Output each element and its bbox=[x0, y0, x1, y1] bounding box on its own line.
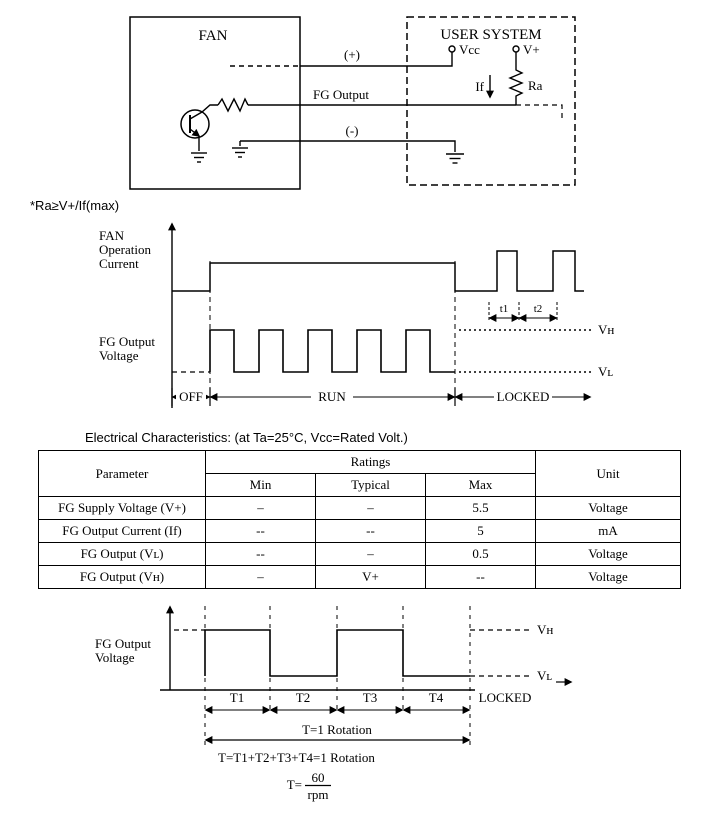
t2-span-label: T2 bbox=[296, 690, 310, 705]
table-row: FG Output (Vʟ) -- – 0.5 Voltage bbox=[38, 542, 682, 566]
phase-run-label: RUN bbox=[318, 389, 346, 404]
header-min: Min bbox=[205, 473, 316, 497]
circuit-boxes bbox=[129, 16, 576, 190]
header-max: Max bbox=[424, 473, 537, 497]
if-label: If bbox=[475, 79, 484, 94]
t3-span-label: T3 bbox=[363, 690, 377, 705]
series-resistor bbox=[217, 97, 249, 113]
fg-output-waveform bbox=[209, 329, 455, 373]
fg-label-line1: FG Output bbox=[95, 636, 151, 651]
user-system-label: USER SYSTEM bbox=[440, 27, 541, 43]
current-label-line1: FAN bbox=[99, 228, 125, 243]
cell-max: 0.5 bbox=[424, 542, 537, 566]
phase-locked-label: LOCKED bbox=[497, 389, 550, 404]
cell-parameter: FG Supply Voltage (V+) bbox=[38, 496, 206, 520]
vplus-label: V+ bbox=[523, 42, 540, 57]
vcc-label: Vcc bbox=[459, 42, 480, 57]
cell-typical: V+ bbox=[315, 565, 426, 589]
fg-transistor bbox=[180, 97, 249, 163]
vl-level-label: Vʟ bbox=[598, 364, 613, 379]
cell-max: -- bbox=[424, 565, 537, 589]
run-locked-timing-diagram: FAN Operation Current FG Output Voltage … bbox=[99, 222, 614, 408]
phase-off-label: OFF bbox=[179, 389, 203, 404]
vh-level-label: Vʜ bbox=[537, 622, 553, 637]
formula-lhs: T= bbox=[287, 777, 302, 792]
ra-resistor bbox=[508, 52, 524, 105]
locked-label: LOCKED bbox=[479, 690, 532, 705]
plus-wire-label: (+) bbox=[344, 47, 360, 62]
electrical-characteristics-table: Parameter Ratings Unit Min Typical Max F… bbox=[38, 450, 682, 589]
cell-min: – bbox=[205, 496, 316, 520]
cell-unit: Voltage bbox=[535, 542, 682, 566]
rotation-sum-label: T=T1+T2+T3+T4=1 Rotation bbox=[218, 750, 375, 765]
rotation-span-label: T=1 Rotation bbox=[302, 722, 372, 737]
formula-denominator: rpm bbox=[308, 787, 329, 802]
current-label-line2: Operation bbox=[99, 242, 151, 257]
ra-label: Ra bbox=[528, 78, 543, 93]
cell-typical: – bbox=[315, 496, 426, 520]
current-label-line3: Current bbox=[99, 256, 139, 271]
ra-formula-note: *Ra≥V+/If(max) bbox=[30, 198, 120, 213]
ground-symbol bbox=[191, 152, 207, 163]
header-parameter: Parameter bbox=[38, 450, 206, 497]
fg-label-line2: Voltage bbox=[95, 650, 135, 665]
timing2-lines bbox=[160, 605, 573, 787]
cell-unit: Voltage bbox=[535, 565, 682, 589]
cell-unit: Voltage bbox=[535, 496, 682, 520]
table-header-row-2: Min Typical Max bbox=[39, 473, 681, 497]
table-header-row-1: Parameter Ratings Unit bbox=[38, 450, 682, 497]
cell-unit: mA bbox=[535, 519, 682, 543]
cell-parameter: FG Output (Vʟ) bbox=[38, 542, 206, 566]
t1-span-label: T1 bbox=[230, 690, 244, 705]
cell-min: -- bbox=[205, 519, 316, 543]
vl-level-label: Vʟ bbox=[537, 668, 552, 683]
timing1-lines bbox=[168, 222, 592, 408]
cell-min: – bbox=[205, 565, 316, 589]
formula-numerator: 60 bbox=[312, 770, 325, 785]
table-row: FG Output Current (If) -- -- 5 mA bbox=[38, 519, 682, 543]
table-row: FG Output (Vʜ) – V+ -- Voltage bbox=[38, 565, 682, 589]
user-system-box bbox=[406, 16, 576, 186]
fan-circuit-diagram: FAN USER SYSTEM Vcc V+ If Ra (+) FG Outp… bbox=[129, 16, 576, 190]
table-row: FG Supply Voltage (V+) – – 5.5 Voltage bbox=[38, 496, 682, 520]
cell-max: 5 bbox=[424, 519, 537, 543]
vcc-terminal bbox=[448, 45, 456, 53]
ground-symbol bbox=[446, 153, 464, 164]
fg-label-line2: Voltage bbox=[99, 348, 139, 363]
t1-label: t1 bbox=[500, 303, 509, 315]
vplus-terminal bbox=[512, 45, 520, 53]
cell-max: 5.5 bbox=[424, 496, 537, 520]
operation-current-waveform bbox=[172, 250, 584, 292]
electrical-characteristics-title: Electrical Characteristics: (at Ta=25°C,… bbox=[85, 430, 408, 445]
t4-span-label: T4 bbox=[429, 690, 444, 705]
header-ratings: Ratings bbox=[204, 450, 537, 474]
t2-label: t2 bbox=[534, 303, 543, 315]
cell-typical: -- bbox=[315, 519, 426, 543]
cell-parameter: FG Output Current (If) bbox=[38, 519, 206, 543]
cell-parameter: FG Output (Vʜ) bbox=[38, 565, 206, 589]
header-unit: Unit bbox=[535, 450, 682, 497]
minus-wire-label: (-) bbox=[346, 123, 359, 138]
vh-level-label: Vʜ bbox=[598, 322, 614, 337]
cell-min: -- bbox=[205, 542, 316, 566]
cell-typical: – bbox=[315, 542, 426, 566]
circuit-wires bbox=[230, 45, 563, 164]
fg-output-wire-label: FG Output bbox=[313, 87, 369, 102]
fan-box bbox=[129, 16, 301, 190]
header-typical: Typical bbox=[315, 473, 426, 497]
ground-symbol bbox=[232, 147, 248, 158]
fan-box-label: FAN bbox=[199, 28, 228, 44]
rotation-timing-diagram: FG Output Voltage Vʜ Vʟ T1 T2 T3 T4 LOCK… bbox=[95, 605, 573, 802]
fg-label-line1: FG Output bbox=[99, 334, 155, 349]
